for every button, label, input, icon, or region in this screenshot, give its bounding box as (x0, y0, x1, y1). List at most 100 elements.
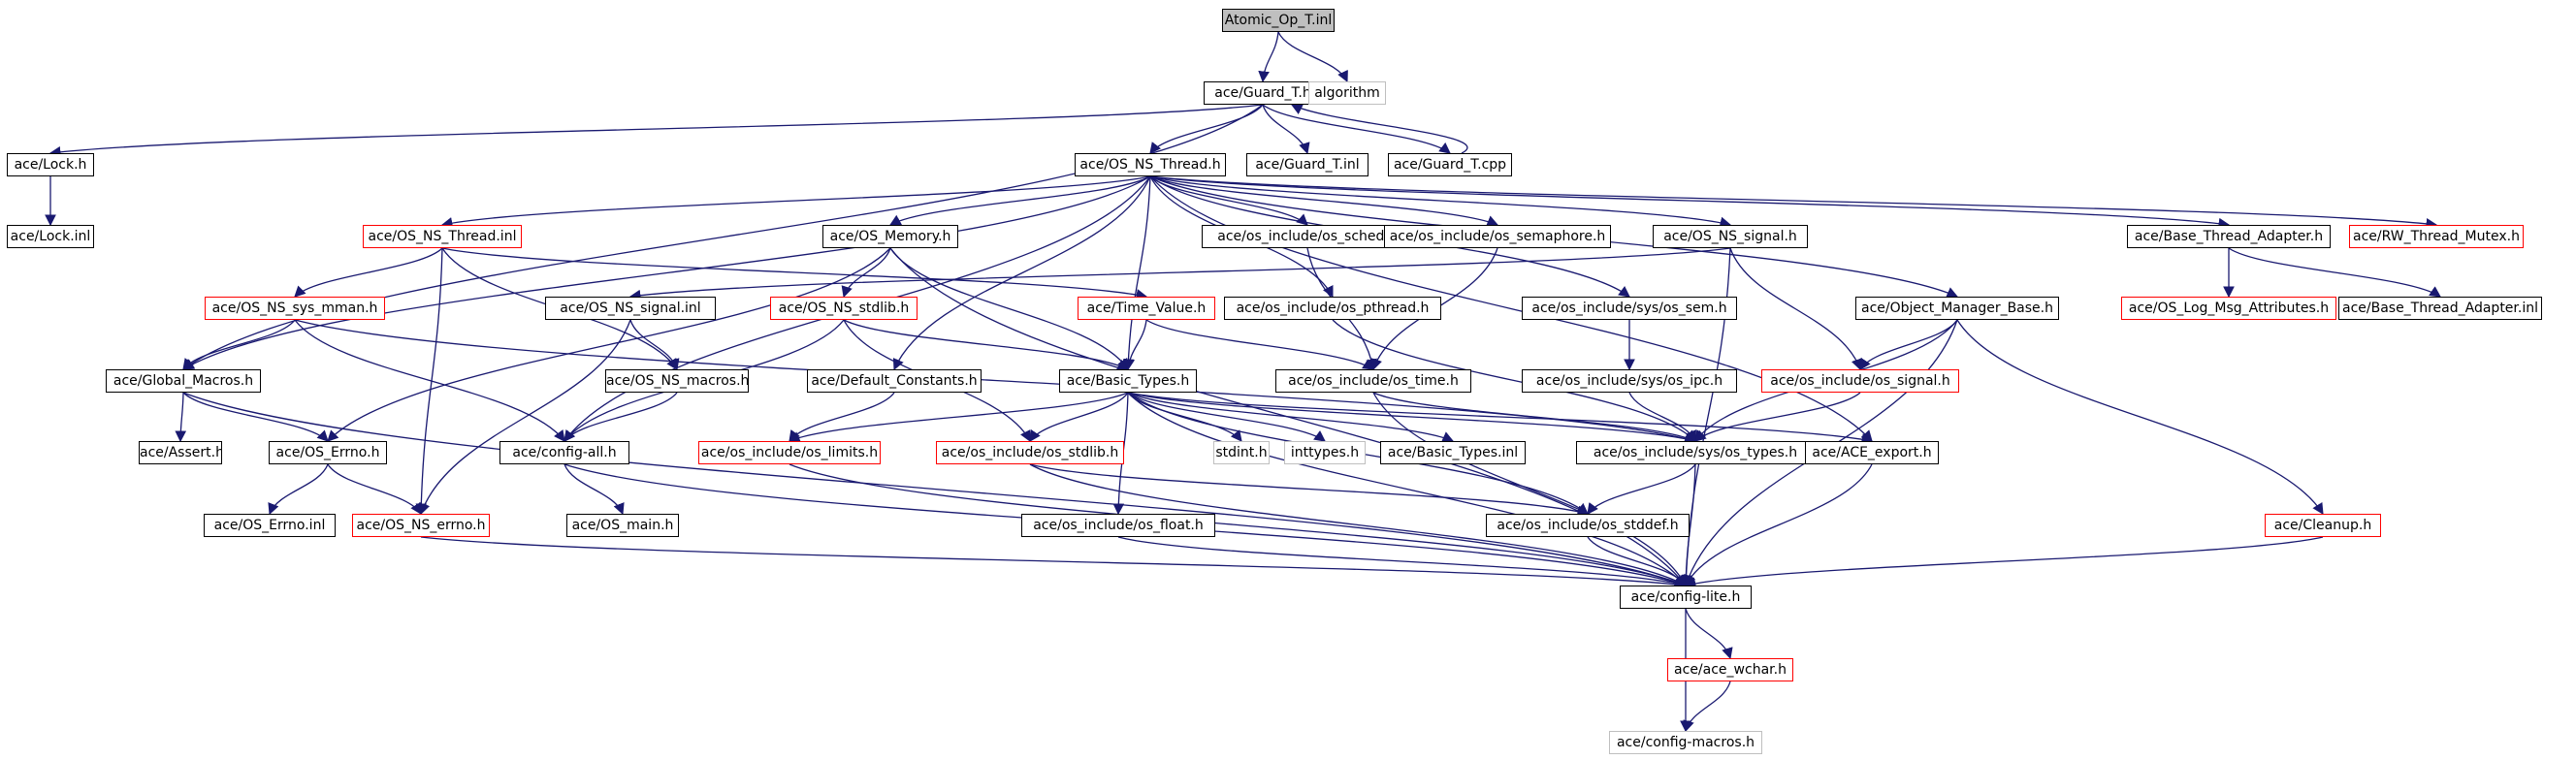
node-ns-signal-h[interactable]: ace/OS_NS_signal.h (1653, 225, 1808, 248)
edge-ns-thread-h-to-ns-thread-inl (440, 175, 1151, 229)
node-sys-os-types[interactable]: ace/os_include/sys/os_types.h (1576, 441, 1815, 464)
node-os-stdlib[interactable]: ace/os_include/os_stdlib.h (936, 441, 1124, 464)
edge-sys-os-types-to-config-lite (1680, 463, 1696, 587)
edge-ace-wchar-to-config-macros (1683, 681, 1731, 733)
edge-ns-thread-h-to-ace-export (1149, 175, 1873, 442)
node-obj-mgr-base[interactable]: ace/Object_Manager_Base.h (1855, 297, 2059, 320)
node-os-limits[interactable]: ace/os_include/os_limits.h (698, 441, 881, 464)
edge-os-stddef-to-config-lite (1587, 536, 1687, 586)
edge-ns-thread-h-to-os-semaphore (1149, 175, 1499, 227)
node-ns-thread-h[interactable]: ace/OS_NS_Thread.h (1075, 153, 1226, 176)
node-assert-h[interactable]: ace/Assert.h (139, 441, 222, 464)
node-sys-os-ipc[interactable]: ace/os_include/sys/os_ipc.h (1522, 369, 1737, 393)
node-algorithm: algorithm (1308, 81, 1386, 105)
edge-ns-sys-mman-to-config-all (294, 319, 565, 442)
edge-ns-signal-h-to-ns-signal-inl (628, 247, 1731, 301)
edge-ns-thread-inl-to-ns-sys-mman (294, 247, 443, 298)
node-base-adapter-h[interactable]: ace/Base_Thread_Adapter.h (2127, 225, 2331, 248)
edge-sys-os-ipc-to-sys-os-types (1628, 392, 1696, 443)
node-os-time[interactable]: ace/os_include/os_time.h (1275, 369, 1471, 393)
node-base-adapter-inl[interactable]: ace/Base_Thread_Adapter.inl (2338, 297, 2542, 320)
edge-base-adapter-h-to-base-adapter-inl (2228, 247, 2441, 298)
edge-ns-thread-h-to-rw-mutex (1149, 175, 2438, 230)
edge-os-limits-to-config-lite (789, 463, 1688, 587)
edge-os-errno-h-to-os-errno-inl (268, 463, 329, 516)
edge-time-value-to-os-time (1145, 319, 1374, 370)
node-ace-wchar[interactable]: ace/ace_wchar.h (1667, 658, 1793, 681)
node-os-semaphore[interactable]: ace/os_include/os_semaphore.h (1384, 225, 1611, 248)
node-ns-thread-inl[interactable]: ace/OS_NS_Thread.inl (363, 225, 522, 248)
edge-ns-thread-h-to-basic-types (1122, 175, 1151, 371)
edge-basic-types-to-sys-os-types (1127, 392, 1697, 445)
node-config-all[interactable]: ace/config-all.h (499, 441, 629, 464)
node-log-msg-attr[interactable]: ace/OS_Log_Msg_Attributes.h (2121, 297, 2336, 320)
node-os-memory[interactable]: ace/OS_Memory.h (822, 225, 958, 248)
node-guard-cpp[interactable]: ace/Guard_T.cpp (1388, 153, 1512, 176)
node-ns-stdlib[interactable]: ace/OS_NS_stdlib.h (770, 297, 918, 320)
edge-guard-h-to-guard-cpp (1262, 104, 1451, 154)
node-ns-signal-inl[interactable]: ace/OS_NS_signal.inl (545, 297, 716, 320)
edge-ns-macros-to-config-all (564, 392, 678, 442)
edge-os-pthread-to-sys-os-types (1332, 319, 1696, 442)
edge-ns-signal-h-to-os-signal (1729, 247, 1862, 371)
edge-os-time-to-config-lite (1372, 392, 1687, 587)
edge-config-all-to-os-main (564, 463, 625, 516)
edge-guard-cpp-to-guard-h (1290, 104, 1468, 154)
edge-atomic-inl-to-algorithm (1277, 31, 1348, 83)
edge-ns-thread-h-to-default-consts (892, 175, 1151, 371)
node-default-consts[interactable]: ace/Default_Constants.h (807, 369, 982, 393)
node-config-macros: ace/config-macros.h (1609, 731, 1762, 754)
node-ns-macros[interactable]: ace/OS_NS_macros.h (605, 369, 749, 393)
edge-os-stdlib-to-os-stddef (1029, 463, 1590, 517)
edge-os-float-to-config-lite (1117, 536, 1688, 589)
edge-os-stdlib-to-config-lite (1029, 463, 1688, 586)
node-guard-inl[interactable]: ace/Guard_T.inl (1246, 153, 1368, 176)
edge-ns-signal-inl-to-ns-errno (419, 319, 631, 516)
edge-guard-h-to-ns-thread-h (1149, 104, 1264, 154)
edge-ns-thread-h-to-base-adapter-h (1149, 175, 2231, 230)
edge-global-macros-to-config-lite (182, 392, 1688, 587)
node-global-macros[interactable]: ace/Global_Macros.h (106, 369, 261, 393)
node-os-pthread[interactable]: ace/os_include/os_pthread.h (1224, 297, 1441, 320)
node-os-main[interactable]: ace/OS_main.h (566, 514, 679, 537)
node-os-errno-h[interactable]: ace/OS_Errno.h (269, 441, 387, 464)
edge-os-errno-h-to-ns-errno (327, 463, 422, 515)
node-time-value[interactable]: ace/Time_Value.h (1078, 297, 1215, 320)
edge-ns-errno-to-config-lite (420, 536, 1688, 590)
node-os-stddef[interactable]: ace/os_include/os_stddef.h (1486, 514, 1690, 537)
node-inttypes: inttypes.h (1284, 441, 1366, 464)
node-os-errno-inl[interactable]: ace/OS_Errno.inl (204, 514, 336, 537)
node-basic-types-inl[interactable]: ace/Basic_Types.inl (1380, 441, 1526, 464)
edge-guard-h-to-global-macros (182, 104, 1264, 370)
edge-basic-types-to-inttypes (1127, 392, 1326, 442)
node-os-sched[interactable]: ace/os_include/os_sched.h (1202, 225, 1413, 248)
edge-global-macros-to-assert-h (175, 392, 187, 443)
edge-ns-thread-h-to-global-macros (181, 175, 1151, 370)
node-os-float[interactable]: ace/os_include/os_float.h (1021, 514, 1215, 537)
edge-ns-stdlib-to-basic-types (843, 319, 1130, 370)
node-rw-mutex[interactable]: ace/RW_Thread_Mutex.h (2349, 225, 2524, 248)
node-sys-os-sem[interactable]: ace/os_include/sys/os_sem.h (1522, 297, 1737, 320)
node-ns-errno[interactable]: ace/OS_NS_errno.h (352, 514, 490, 537)
node-config-lite[interactable]: ace/config-lite.h (1620, 586, 1752, 609)
edge-os-signal-to-sys-os-types (1694, 392, 1861, 442)
edge-guard-h-to-guard-inl (1262, 104, 1310, 155)
edge-os-memory-to-os-errno-h (327, 247, 891, 442)
node-basic-types[interactable]: ace/Basic_Types.h (1059, 369, 1197, 393)
edge-os-time-to-sys-os-types (1372, 392, 1697, 443)
node-guard-h[interactable]: ace/Guard_T.h (1204, 81, 1322, 105)
edge-obj-mgr-base-to-os-signal (1859, 319, 1958, 370)
edge-basic-types-to-basic-types-inl (1127, 392, 1455, 443)
edge-basic-types-to-os-stdlib (1029, 392, 1129, 442)
node-lock-h[interactable]: ace/Lock.h (7, 153, 94, 176)
edge-os-memory-to-ns-stdlib (841, 247, 891, 299)
edge-ns-sys-mman-to-global-macros (182, 319, 296, 370)
node-ns-sys-mman[interactable]: ace/OS_NS_sys_mman.h (205, 297, 385, 320)
node-ace-export[interactable]: ace/ACE_export.h (1805, 441, 1939, 464)
node-cleanup[interactable]: ace/Cleanup.h (2265, 514, 2381, 537)
node-os-signal[interactable]: ace/os_include/os_signal.h (1761, 369, 1959, 393)
node-lock-inl[interactable]: ace/Lock.inl (7, 225, 94, 248)
edge-ns-thread-inl-to-time-value (441, 247, 1148, 301)
edge-os-memory-to-basic-types (889, 247, 1129, 370)
